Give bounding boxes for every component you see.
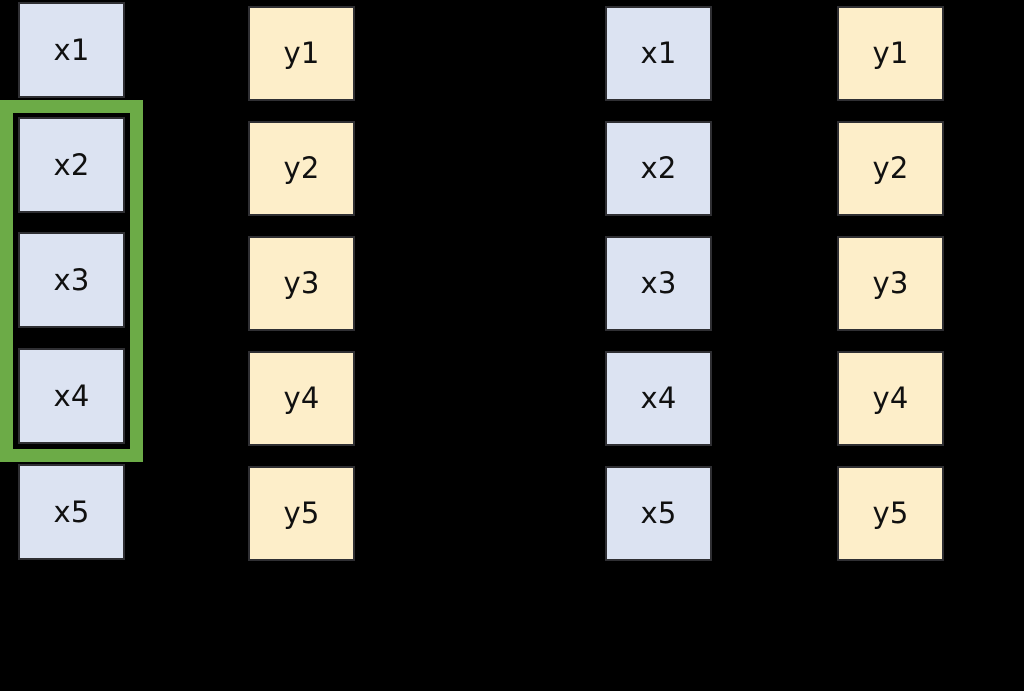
node-y2-right[interactable]: y2 bbox=[837, 121, 944, 216]
node-y4-right[interactable]: y4 bbox=[837, 351, 944, 446]
node-x1-right[interactable]: x1 bbox=[605, 6, 712, 101]
node-x4-right[interactable]: x4 bbox=[605, 351, 712, 446]
node-x1-left[interactable]: x1 bbox=[18, 2, 125, 98]
node-x2-left[interactable]: x2 bbox=[18, 117, 125, 213]
node-y2-left[interactable]: y2 bbox=[248, 121, 355, 216]
node-x3-right[interactable]: x3 bbox=[605, 236, 712, 331]
node-y4-left[interactable]: y4 bbox=[248, 351, 355, 446]
node-x5-left[interactable]: x5 bbox=[18, 464, 125, 560]
node-y1-left[interactable]: y1 bbox=[248, 6, 355, 101]
arrow-from-x4 bbox=[124, 356, 183, 398]
node-x4-left[interactable]: x4 bbox=[18, 348, 125, 444]
arrow-from-x2 bbox=[124, 163, 183, 205]
node-x3-left[interactable]: x3 bbox=[18, 232, 125, 328]
node-y1-right[interactable]: y1 bbox=[837, 6, 944, 101]
node-y3-right[interactable]: y3 bbox=[837, 236, 944, 331]
node-x5-right[interactable]: x5 bbox=[605, 466, 712, 561]
node-y5-right[interactable]: y5 bbox=[837, 466, 944, 561]
node-y5-left[interactable]: y5 bbox=[248, 466, 355, 561]
node-y3-left[interactable]: y3 bbox=[248, 236, 355, 331]
node-x2-right[interactable]: x2 bbox=[605, 121, 712, 216]
